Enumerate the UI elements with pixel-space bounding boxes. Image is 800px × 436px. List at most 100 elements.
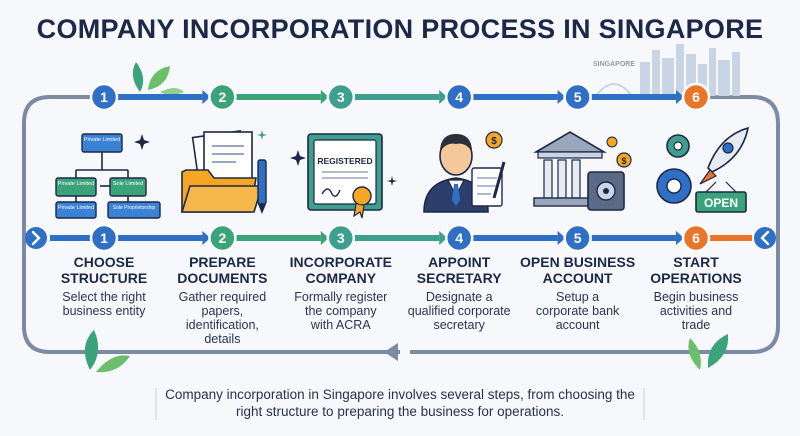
step-description-line: account — [555, 318, 600, 332]
bottom-step-badge: 3 — [326, 223, 356, 253]
step-description-line: Setup a — [556, 290, 600, 304]
step-description-line: corporate bank — [535, 304, 620, 318]
top-step-badge: 1 — [89, 82, 119, 112]
step-number: 1 — [100, 89, 108, 105]
folder-documents-icon — [180, 130, 267, 214]
step-number: 5 — [574, 230, 582, 246]
step-title-line: COMPANY — [305, 270, 377, 286]
step-number: 4 — [455, 230, 463, 246]
step-number: 6 — [692, 89, 700, 105]
step-description-line: with ACRA — [310, 318, 371, 332]
bottom-arrow-segment — [118, 231, 211, 245]
leaf-bottom-left — [84, 330, 130, 373]
step-number: 6 — [692, 230, 700, 246]
top-arrow-segment — [473, 90, 566, 104]
step-description-line: Formally register — [294, 290, 388, 304]
step-title-line: APPOINT — [428, 254, 491, 270]
step-number: 5 — [574, 89, 582, 105]
chevron-left-icon — [760, 230, 770, 246]
footer-line: Company incorporation in Singapore invol… — [165, 387, 635, 402]
bottom-arrow-segment — [591, 231, 684, 245]
bottom-step-badge: 6 — [681, 223, 711, 253]
step-title-line: STRUCTURE — [60, 270, 148, 286]
step-description-line: secretary — [433, 318, 485, 332]
certificate-icon: REGISTERED — [290, 133, 397, 219]
step-description-line: trade — [681, 318, 711, 332]
step-title-line: OPEN BUSINESS — [520, 254, 636, 270]
top-step-badge: 4 — [444, 82, 474, 112]
step-description-line: identification, — [185, 318, 259, 332]
step-number: 4 — [455, 89, 463, 105]
skyline-graphic — [595, 44, 740, 97]
chevron-left-button[interactable] — [25, 227, 47, 249]
top-step-badge: 5 — [563, 82, 592, 112]
top-arrow-segment — [354, 90, 448, 104]
step-description-line: details — [204, 332, 241, 346]
step-number: 1 — [100, 230, 108, 246]
step-title-line: START — [673, 254, 719, 270]
bottom-arrow-tail — [710, 235, 752, 241]
bottom-step-badge: 2 — [208, 223, 237, 253]
svg-text:Sole Limited: Sole Limited — [113, 181, 143, 187]
step-title-line: DOCUMENTS — [177, 270, 268, 286]
top-arrow-segment — [591, 90, 684, 104]
bottom-arrow-segment — [473, 231, 566, 245]
leaf-bottom-right — [688, 334, 729, 370]
footer-line: right structure to preparing the busines… — [236, 404, 564, 419]
svg-text:OPEN: OPEN — [704, 196, 738, 210]
svg-text:$: $ — [621, 156, 626, 166]
bottom-step-badge: 4 — [444, 223, 474, 253]
svg-text:REGISTERED: REGISTERED — [317, 156, 372, 166]
top-step-badge: 6 — [681, 82, 711, 112]
secretary-person-icon: $ — [423, 131, 506, 213]
top-arrow-segment — [236, 90, 329, 104]
step-number: 3 — [337, 89, 345, 105]
rocket-gears-icon: OPEN — [656, 126, 750, 213]
svg-text:Sole Proprietorship: Sole Proprietorship — [113, 205, 156, 211]
step-title-line: OPERATIONS — [650, 270, 742, 286]
bottom-step-badge: 5 — [563, 223, 592, 253]
step-description-line: papers, — [201, 304, 244, 318]
chevron-right-button[interactable] — [754, 227, 776, 249]
step-description-line: Gather required — [178, 290, 267, 304]
bottom-arrow-lead — [50, 235, 90, 241]
step-number: 3 — [337, 230, 345, 246]
top-step-badge: 3 — [326, 82, 356, 112]
step-description-line: qualified corporate — [407, 304, 511, 318]
step-description-line: activities and — [659, 304, 733, 318]
svg-text:$: $ — [491, 136, 497, 147]
chevron-right-icon — [31, 230, 41, 246]
frame-loop-right — [410, 95, 780, 354]
frame-loop — [22, 95, 400, 354]
step-description-line: Designate a — [425, 290, 493, 304]
bottom-step-badge: 1 — [89, 223, 119, 253]
footer-caption: Company incorporation in Singapore invol… — [152, 386, 648, 420]
top-step-badge: 2 — [208, 82, 237, 112]
step-description-line: the company — [305, 304, 377, 318]
svg-text:Private Limited: Private Limited — [58, 181, 94, 187]
step-title-line: INCORPORATE — [289, 254, 392, 270]
step-title-line: SECRETARY — [416, 270, 502, 286]
step-title-line: ACCOUNT — [542, 270, 613, 286]
org-chart-icon: Private Limited Private Limited Sole Lim… — [55, 133, 161, 219]
bottom-arrow-segment — [354, 231, 448, 245]
step-title-line: PREPARE — [189, 254, 256, 270]
frame-return-arrow — [384, 343, 398, 361]
step-description-line: Begin business — [653, 290, 739, 304]
skyline-label: SINGAPORE — [593, 61, 635, 68]
top-arrow-segment — [118, 90, 211, 104]
